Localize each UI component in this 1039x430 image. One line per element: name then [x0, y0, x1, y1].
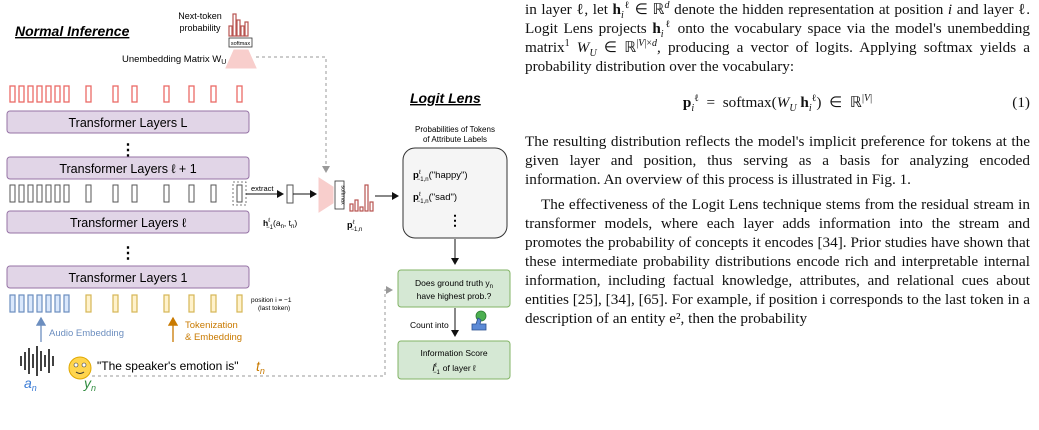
info-score-box [397, 340, 511, 380]
extracted-hidden-vector [286, 184, 294, 204]
question-text: Does ground truth yn [415, 278, 493, 290]
transformer-layer-1 [6, 265, 250, 289]
paragraph-3: The effectiveness of the Logit Lens tech… [525, 196, 1030, 327]
hidden-tokens [9, 184, 243, 203]
transformer-layer-l-plus-1 [6, 156, 250, 180]
svg-text:have highest prob.?: have highest prob.? [417, 291, 492, 301]
svg-text:⋮: ⋮ [120, 245, 136, 262]
svg-text:⋮: ⋮ [120, 142, 136, 159]
equation-number: (1) [1012, 93, 1030, 111]
paragraph-2: The resulting distribution reflects the … [525, 133, 1030, 188]
extract-label: extract [251, 184, 274, 193]
logit-lens-bars [349, 184, 374, 212]
count-into-label: Count into [410, 320, 449, 330]
hidden-vector-label: hℓ−1(an, tn) [263, 217, 297, 231]
a-n-label: an [24, 375, 37, 393]
svg-text:⋮: ⋮ [448, 212, 462, 228]
svg-text:softmax: softmax [340, 185, 346, 205]
position-label: position i = −1 [251, 297, 292, 304]
prob-sad: pℓ−1,n("sad") [413, 191, 457, 205]
output-tokens [9, 85, 243, 103]
audio-embedding-label: Audio Embedding [49, 328, 124, 339]
body-text: in layer ℓ, let hiℓ ∈ ℝd denote the hidd… [525, 0, 1030, 328]
equation-1: piℓ = softmax(WU hiℓ) ∈ ℝ|V| (1) [682, 92, 1030, 114]
layer-L-label: Transformer Layers L [68, 116, 187, 130]
info-score-title: Information Score [420, 348, 487, 358]
prob-box [402, 147, 508, 239]
text-input-tokens [85, 294, 243, 313]
prob-vector-label: pℓ−1,n [347, 219, 362, 233]
svg-text:(last token): (last token) [258, 305, 290, 312]
layer-l-plus-1-label: Transformer Layers ℓ + 1 [59, 162, 196, 176]
paragraph-1: in layer ℓ, let hiℓ ∈ ℝd denote the hidd… [525, 0, 1031, 75]
question-box [397, 269, 511, 308]
svg-text:of Attribute Labels: of Attribute Labels [423, 135, 487, 144]
transformer-layer-l [6, 210, 250, 234]
audio-input-tokens [9, 294, 70, 313]
t-n-label: tn [256, 358, 265, 376]
thumbs-up-icon [471, 310, 487, 331]
softmax-label-top: softmax [231, 41, 251, 47]
layer-l-label: Transformer Layers ℓ [70, 216, 186, 230]
speaker-emoji-icon [68, 356, 92, 380]
logit-lens-figure: Normal Inference Logit Lens Next-token p… [6, 11, 511, 393]
y-n-label: yn [83, 375, 96, 393]
audio-waveform-icon [20, 346, 54, 376]
next-token-label: Next-token [178, 11, 222, 21]
unembedding-label: Unembedding Matrix WU [122, 54, 226, 66]
next-token-label-2: probability [179, 23, 221, 33]
layer-1-label: Transformer Layers 1 [68, 271, 187, 285]
logit-lens-unembedding [318, 177, 334, 213]
prob-box-title: Probabilities of Tokens [415, 125, 495, 134]
normal-inference-title: Normal Inference [15, 23, 130, 39]
transformer-layer-L [6, 110, 250, 134]
softmax-box-mid [334, 180, 345, 210]
logit-lens-title: Logit Lens [410, 90, 481, 106]
tokenization-label: Tokenization [185, 320, 238, 331]
svg-text:& Embedding: & Embedding [185, 332, 242, 343]
next-token-bars [228, 13, 249, 37]
softmax-box-top [228, 37, 253, 48]
unembedding-trapezoid [225, 49, 257, 69]
prob-happy: pℓ−1,n("happy") [413, 169, 468, 183]
prompt-text: "The speaker's emotion is" [97, 359, 239, 373]
